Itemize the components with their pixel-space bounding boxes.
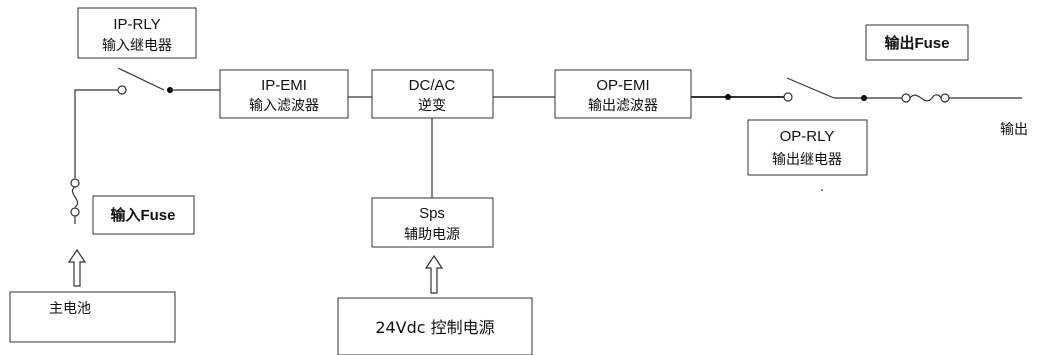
main-battery-block: 主电池	[9, 291, 176, 343]
dcac-title: DC/AC	[409, 77, 456, 94]
ip-emi-block: IP-EMI 输入滤波器	[219, 69, 349, 119]
input-relay-switch	[117, 67, 220, 95]
input-fuse-label: 输入Fuse	[110, 206, 175, 224]
output-fuse	[901, 93, 1022, 103]
op-rly-subtitle: 输出继电器	[772, 152, 842, 168]
op-rly-title: OP-RLY	[780, 128, 835, 145]
control-power-to-sps-arrow	[424, 254, 444, 294]
main-battery-label: 主电池	[49, 301, 91, 317]
sps-subtitle: 辅助电源	[404, 227, 460, 243]
sps-title: Sps	[419, 205, 445, 222]
stray-mark	[821, 189, 823, 191]
op-emi-block: OP-EMI 输出滤波器	[554, 69, 692, 119]
op-emi-subtitle: 输出滤波器	[588, 98, 658, 114]
input-fuse-label-box: 输入Fuse	[92, 195, 195, 235]
ip-emi-title: IP-EMI	[261, 77, 307, 94]
output-fuse-label: 输出Fuse	[884, 34, 949, 52]
battery-to-fuse-arrow	[67, 248, 87, 287]
output-relay-switch	[786, 77, 902, 101]
dcac-subtitle: 逆变	[418, 98, 446, 114]
ip-rly-title: IP-RLY	[113, 16, 160, 33]
ip-emi-subtitle: 输入滤波器	[249, 98, 319, 114]
output-fuse-label-box: 输出Fuse	[865, 24, 969, 61]
op-rly-label-box: OP-RLY 输出继电器	[747, 119, 868, 176]
ip-rly-label-box: IP-RLY 输入继电器	[77, 7, 197, 59]
input-wiring	[70, 89, 118, 224]
control-power-label: 24Vdc 控制电源	[375, 318, 494, 337]
op-emi-title: OP-EMI	[596, 77, 649, 94]
output-wiring	[691, 92, 793, 102]
output-label: 输出	[1000, 122, 1028, 138]
sps-block: Sps 辅助电源	[371, 197, 494, 248]
control-power-block: 24Vdc 控制电源	[337, 297, 533, 355]
dcac-block: DC/AC 逆变	[371, 69, 494, 119]
ip-rly-subtitle: 输入继电器	[102, 38, 172, 54]
